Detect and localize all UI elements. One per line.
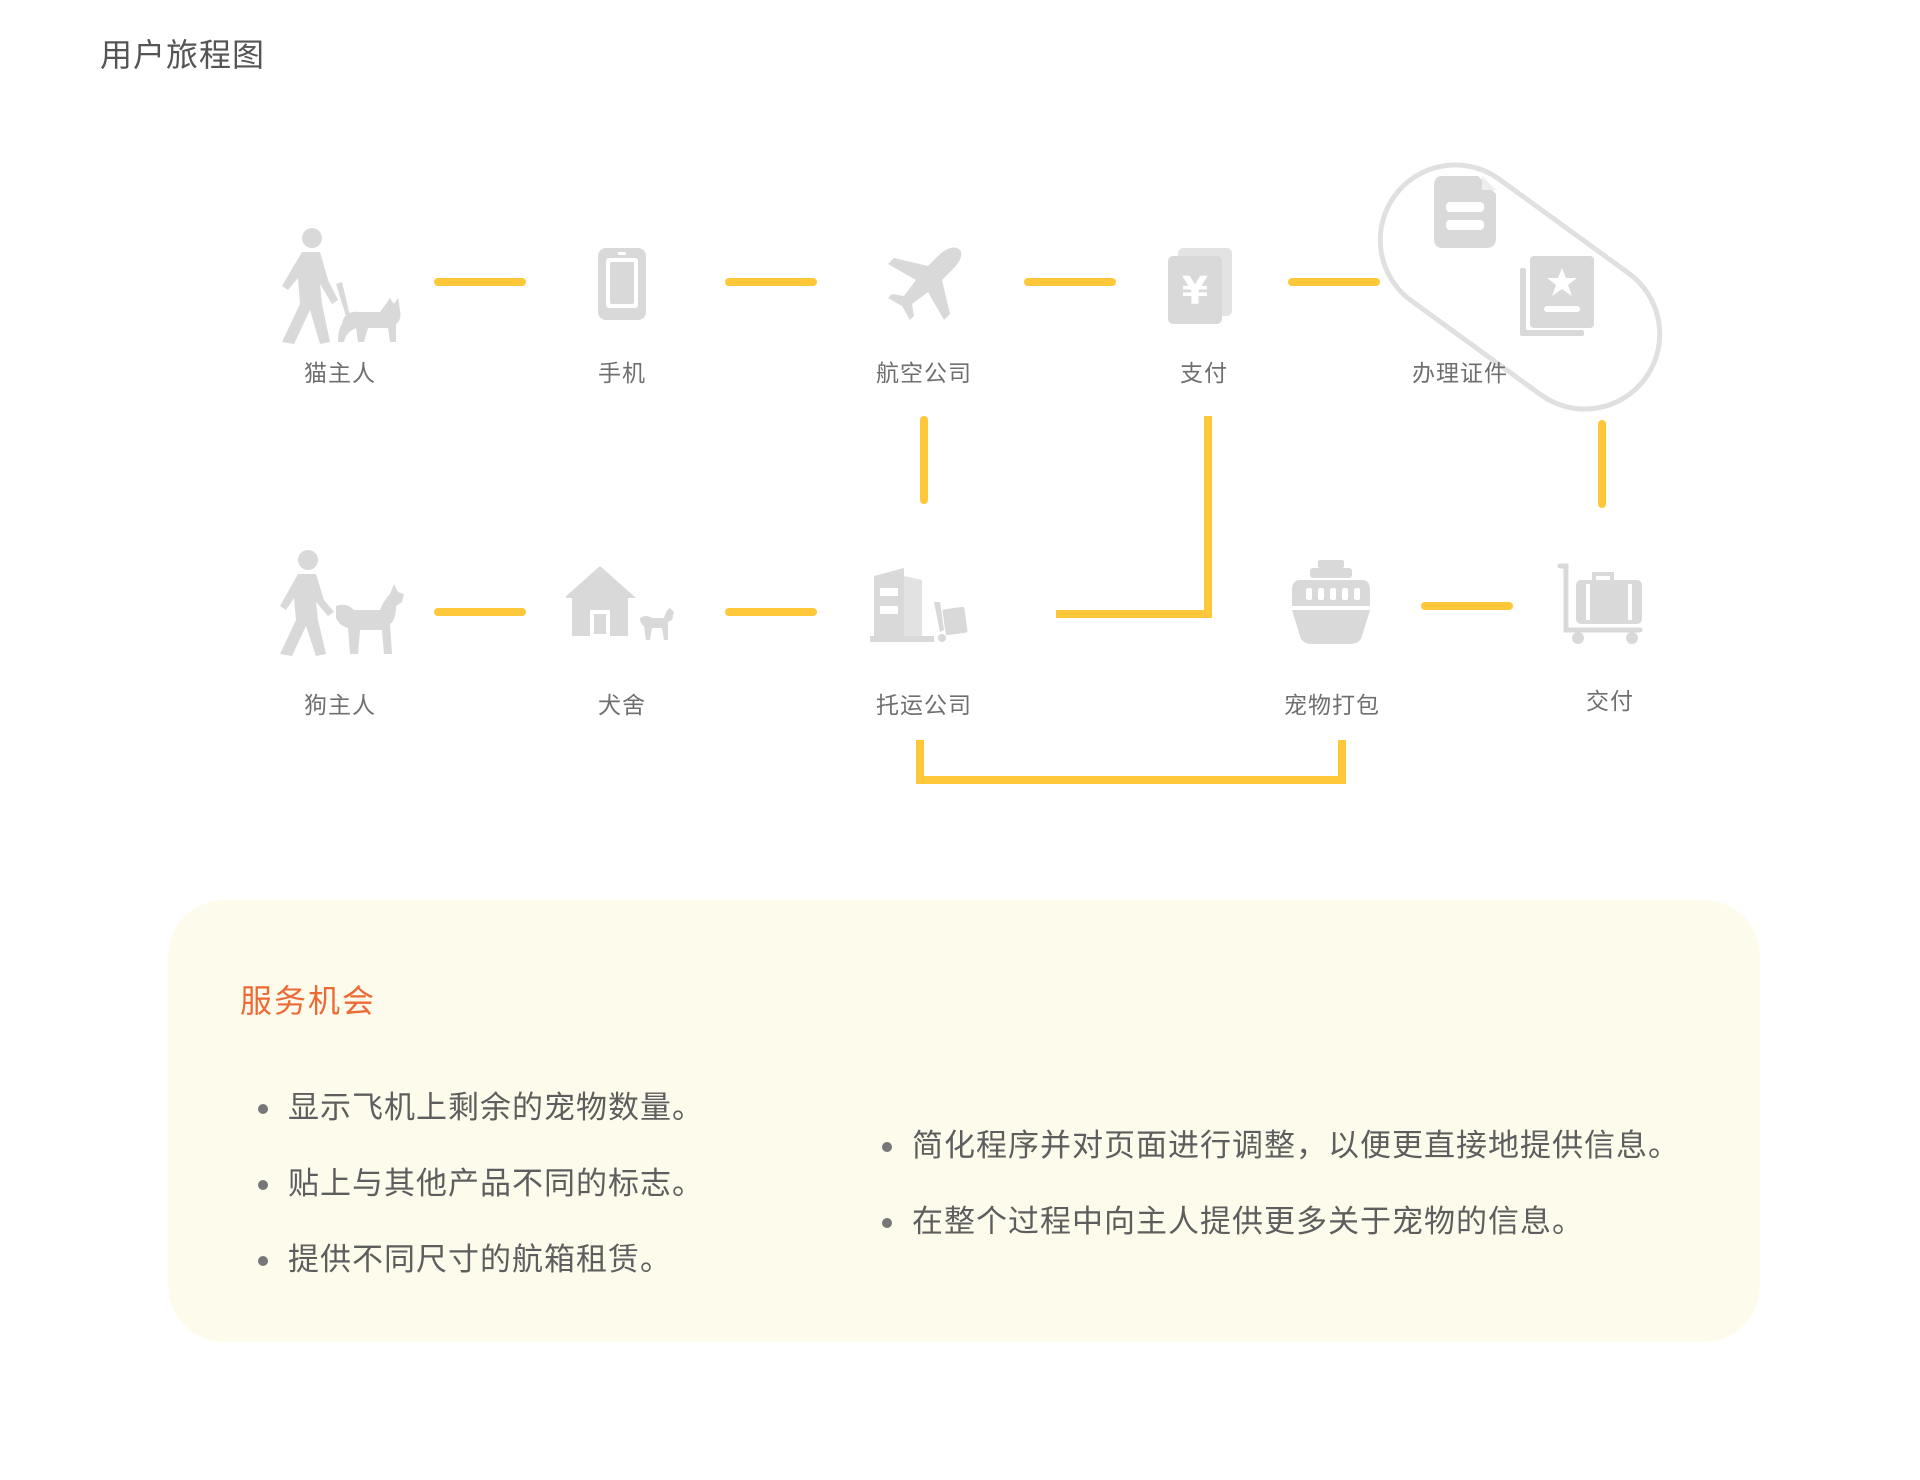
service-opportunities-title: 服务机会 [240,982,377,1020]
bullet-dot [258,1256,268,1266]
list-item-text: 在整个过程中向主人提供更多关于宠物的信息。 [912,1204,1584,1240]
bullet-dot [258,1180,268,1190]
kennel-house-icon [566,566,674,640]
node-label-cat-owner: 猫主人 [304,361,376,387]
bullet-dot [258,1104,268,1114]
page-title: 用户旅程图 [100,36,266,74]
node-label-pet-packing: 宠物打包 [1284,693,1380,719]
node-label-airline: 航空公司 [876,361,972,387]
airplane-icon [888,247,962,320]
node-label-dog-owner: 狗主人 [304,693,376,719]
list-item: 贴上与其他产品不同的标志。 [256,1166,704,1202]
bullet-dot [882,1218,892,1228]
list-item-text: 显示飞机上剩余的宠物数量。 [288,1090,704,1126]
list-item-text: 简化程序并对页面进行调整，以便更直接地提供信息。 [912,1128,1680,1164]
node-label-delivery: 交付 [1586,689,1634,715]
list-item: 简化程序并对页面进行调整，以便更直接地提供信息。 [880,1128,1680,1164]
list-item: 在整个过程中向主人提供更多关于宠物的信息。 [880,1204,1680,1240]
bullet-dot [882,1142,892,1152]
user-journey-diagram: ¥ [280,162,1663,784]
node-label-shipper: 托运公司 [876,693,972,719]
documents-highlight-capsule [1377,162,1663,412]
node-label-kennel: 犬舍 [598,693,646,719]
node-label-phone: 手机 [598,361,646,387]
svg-text:¥: ¥ [1182,269,1208,313]
shipping-company-icon [870,568,968,642]
node-label-documents: 办理证件 [1412,361,1508,387]
luggage-cart-icon [1557,563,1643,644]
list-item: 提供不同尺寸的航箱租赁。 [256,1242,704,1278]
person-walking-dog-icon [280,550,404,656]
opportunities-right-list: 简化程序并对页面进行调整，以便更直接地提供信息。 在整个过程中向主人提供更多关于… [880,1128,1680,1280]
connector-shipper-packing [916,740,1346,784]
person-walking-cat-icon [282,228,401,344]
node-label-payment: 支付 [1180,361,1228,387]
opportunities-left-list: 显示飞机上剩余的宠物数量。 贴上与其他产品不同的标志。 提供不同尺寸的航箱租赁。 [256,1090,704,1318]
service-opportunities-panel: 服务机会 显示飞机上剩余的宠物数量。 贴上与其他产品不同的标志。 提供不同尺寸的… [168,900,1760,1342]
yen-payment-icon: ¥ [1168,248,1232,324]
journey-connectors [434,162,1663,784]
list-item: 显示飞机上剩余的宠物数量。 [256,1090,704,1126]
list-item-text: 提供不同尺寸的航箱租赁。 [288,1242,672,1278]
pet-carrier-icon [1292,560,1370,644]
list-item-text: 贴上与其他产品不同的标志。 [288,1166,704,1202]
connector-shipper-payment [1056,416,1212,618]
mobile-phone-icon [598,248,646,320]
document-certificate-icon [1434,176,1594,336]
